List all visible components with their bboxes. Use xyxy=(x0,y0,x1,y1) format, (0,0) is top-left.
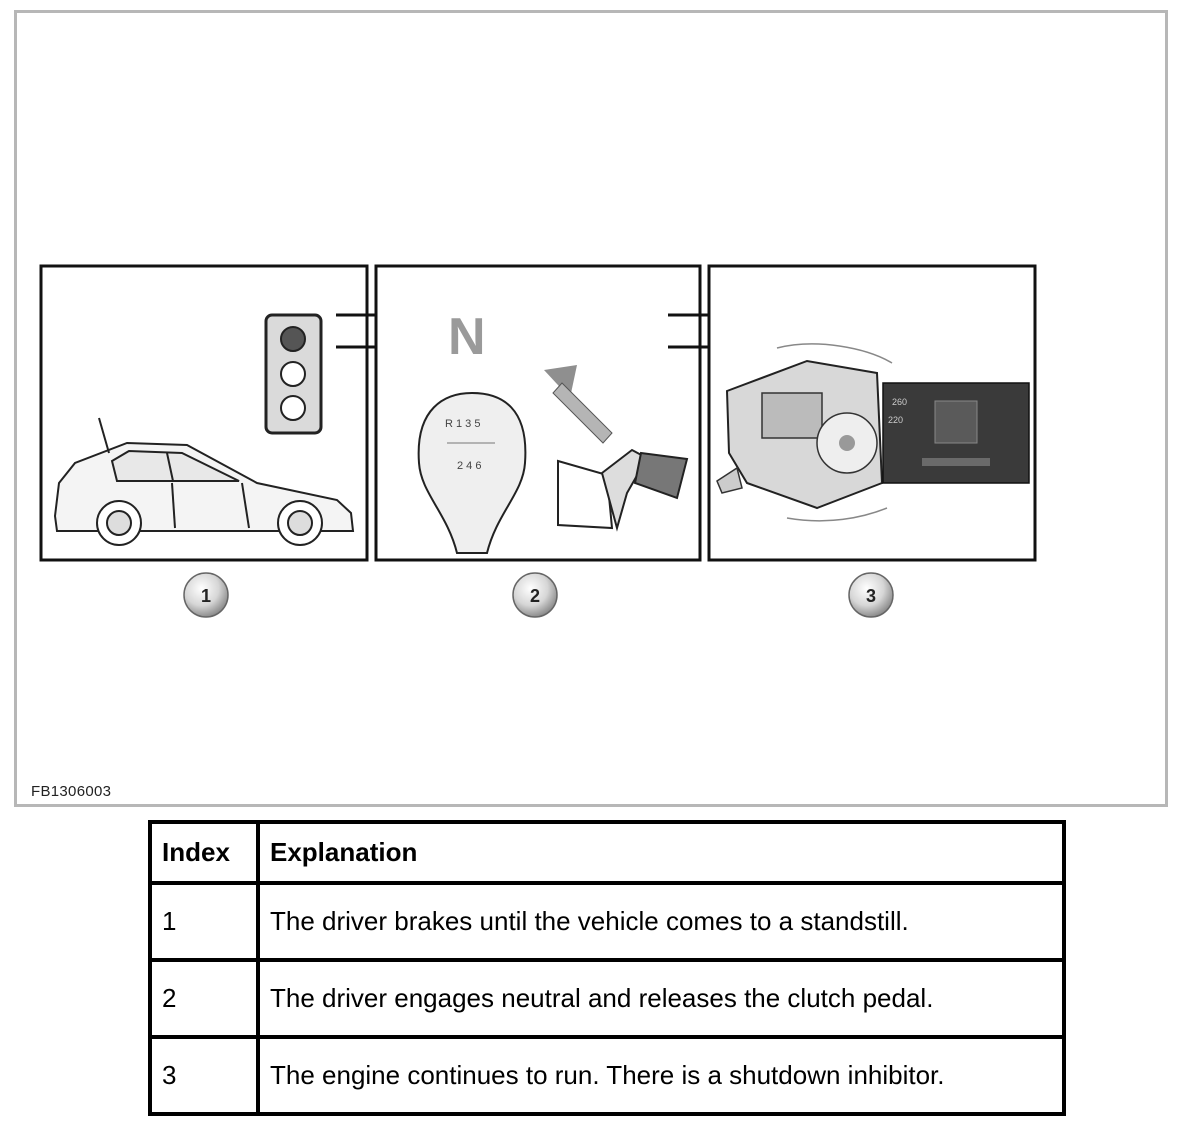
header-index: Index xyxy=(148,820,260,885)
row-index: 3 xyxy=(148,1035,260,1116)
illustration: N R 1 3 5 2 4 6 xyxy=(39,264,1037,618)
svg-text:1: 1 xyxy=(201,586,211,606)
header-explanation: Explanation xyxy=(256,820,1066,885)
svg-text:2 4 6: 2 4 6 xyxy=(457,460,481,472)
svg-text:R 1 3 5: R 1 3 5 xyxy=(445,418,480,430)
table-row: 1 The driver brakes until the vehicle co… xyxy=(148,881,1066,962)
car-icon xyxy=(53,417,355,546)
badge-1: 1 xyxy=(183,572,229,618)
clutch-pedal-icon xyxy=(557,448,689,532)
svg-text:260: 260 xyxy=(892,397,907,407)
badge-3: 3 xyxy=(848,572,894,618)
legend-table: Index Explanation 1 The driver brakes un… xyxy=(148,820,1066,1116)
table-header-row: Index Explanation xyxy=(148,820,1066,885)
gear-letter: N xyxy=(448,308,486,366)
badge-2: 2 xyxy=(512,572,558,618)
figure-code: FB1306003 xyxy=(31,783,112,800)
svg-text:2: 2 xyxy=(530,586,540,606)
row-explanation: The driver engages neutral and releases … xyxy=(256,958,1066,1039)
svg-text:3: 3 xyxy=(866,586,876,606)
gear-knob-icon: R 1 3 5 2 4 6 xyxy=(417,391,527,554)
panel-3: 260 220 xyxy=(707,264,1037,562)
panel-1 xyxy=(39,264,369,562)
instrument-cluster-icon: 260 220 xyxy=(882,382,1030,484)
row-explanation: The driver brakes until the vehicle come… xyxy=(256,881,1066,962)
svg-text:220: 220 xyxy=(888,415,903,425)
row-index: 2 xyxy=(148,958,260,1039)
table-row: 2 The driver engages neutral and release… xyxy=(148,958,1066,1039)
engine-icon xyxy=(716,343,893,522)
row-explanation: The engine continues to run. There is a … xyxy=(256,1035,1066,1116)
figure-frame: N R 1 3 5 2 4 6 xyxy=(14,10,1168,807)
row-index: 1 xyxy=(148,881,260,962)
table-row: 3 The engine continues to run. There is … xyxy=(148,1035,1066,1116)
panel-2: N R 1 3 5 2 4 6 xyxy=(374,264,702,562)
arrow-icon xyxy=(544,365,613,444)
traffic-light-icon xyxy=(264,313,323,435)
